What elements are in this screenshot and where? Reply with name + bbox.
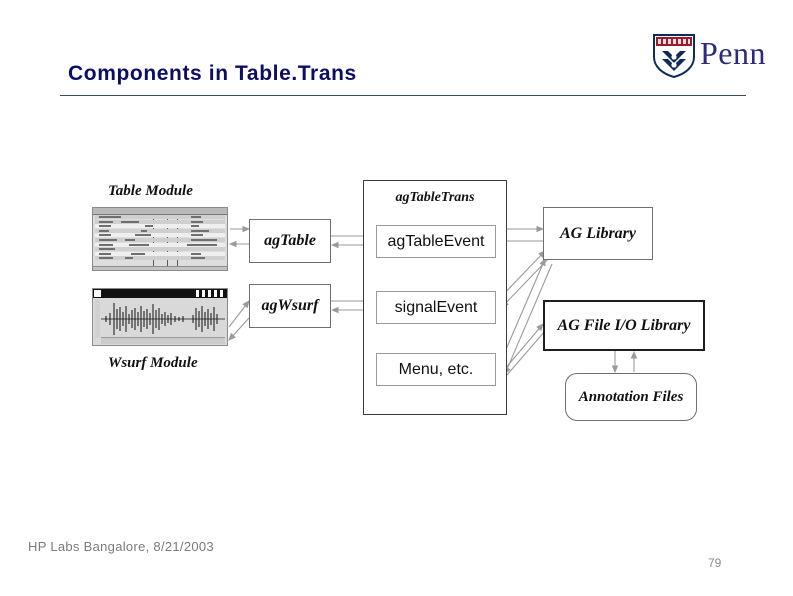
node-annotation-files[interactable]: Annotation Files [565,373,697,421]
page-number: 79 [708,556,722,570]
node-agwsurf-label: agWsurf [261,297,319,314]
node-agtableevent-label: agTableEvent [387,232,485,250]
node-ag-file-io-library[interactable]: AG File I/O Library [543,300,705,351]
node-agtable-label: agTable [264,232,316,249]
table-shot-titlebar [93,208,227,215]
page-title: Components in Table.Trans [68,62,357,85]
node-agtable[interactable]: agTable [249,219,331,263]
node-agtabletrans-label: agTableTrans [395,190,475,205]
node-agwsurf[interactable]: agWsurf [249,284,331,328]
node-ag-file-io-library-label: AG File I/O Library [557,316,691,334]
node-menu-etc-label: Menu, etc. [398,360,474,378]
node-ag-library[interactable]: AG Library [543,207,653,260]
wsurf-shot-axis [95,300,100,338]
wsurf-shot-waveform [101,300,225,338]
wsurf-shot-ruler [101,337,225,344]
table-module-caption: Table Module [108,183,193,199]
penn-shield-icon [653,34,695,79]
node-ag-library-label: AG Library [560,224,636,242]
wsurf-shot-titlebar [93,289,227,298]
node-agtableevent[interactable]: agTableEvent [376,225,496,258]
node-signalevent[interactable]: signalEvent [376,291,496,324]
node-annotation-files-label: Annotation Files [578,388,684,405]
node-menu-etc[interactable]: Menu, etc. [376,353,496,386]
penn-wordmark: Penn [700,35,766,71]
node-agtabletrans[interactable]: agTableTrans agTableEvent signalEvent Me… [363,180,507,415]
title-divider [60,95,746,96]
table-shot-body [93,215,227,270]
table-shot-statusbar [93,266,227,270]
footer-text: HP Labs Bangalore, 8/21/2003 [28,539,214,554]
wsurf-module-caption: Wsurf Module [108,355,198,371]
wsurf-module-screenshot [92,288,228,346]
table-module-screenshot [92,207,228,271]
node-signalevent-label: signalEvent [394,298,478,316]
penn-logo: Penn [652,33,777,81]
